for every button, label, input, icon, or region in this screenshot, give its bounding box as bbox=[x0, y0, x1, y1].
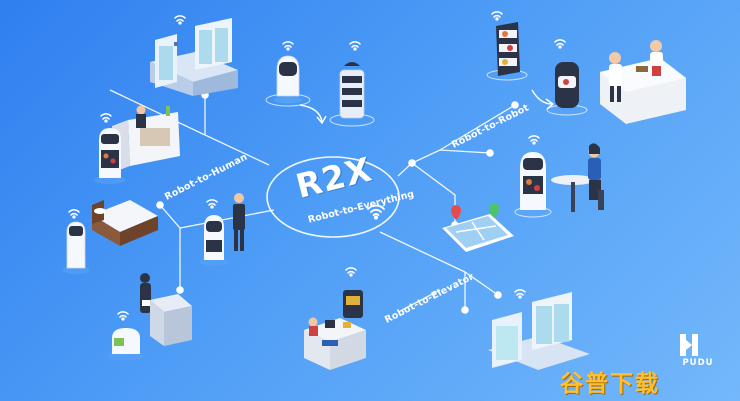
connection-lines bbox=[109, 89, 516, 311]
brand-logo: PUDU bbox=[670, 330, 726, 368]
lobby-illustration bbox=[304, 290, 366, 370]
bedroom-illustration bbox=[62, 200, 158, 274]
delivery-robots-top bbox=[265, 55, 375, 127]
phone-map-illustration bbox=[442, 203, 514, 252]
elevator-illustration-bottom bbox=[488, 292, 590, 370]
kitchen-robots-illustration bbox=[486, 22, 686, 124]
brand-logo-text: PUDU bbox=[682, 358, 714, 368]
wifi-icons bbox=[68, 11, 566, 321]
watermark-text: 谷普下载 bbox=[560, 371, 660, 397]
restaurant-illustration bbox=[514, 143, 604, 218]
reception-illustration bbox=[94, 105, 180, 184]
pudu-logo-icon bbox=[680, 334, 698, 356]
elevator-illustration-top bbox=[150, 18, 238, 96]
concierge-illustration bbox=[200, 193, 245, 266]
housekeeping-illustration bbox=[108, 273, 192, 361]
